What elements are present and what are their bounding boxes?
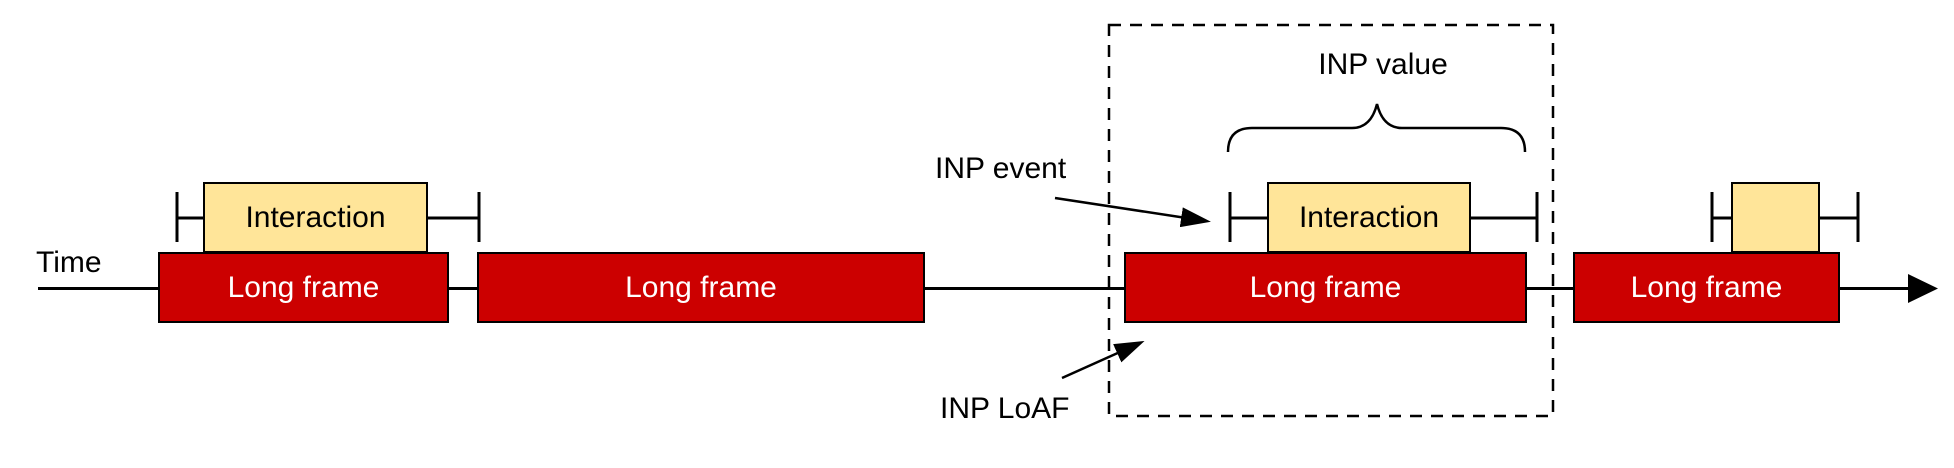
time-axis-label: Time xyxy=(36,246,102,279)
inp-loaf-label: INP LoAF xyxy=(940,392,1070,425)
inp-event-label: INP event xyxy=(935,152,1067,185)
inp-value-label: INP value xyxy=(1318,48,1448,81)
